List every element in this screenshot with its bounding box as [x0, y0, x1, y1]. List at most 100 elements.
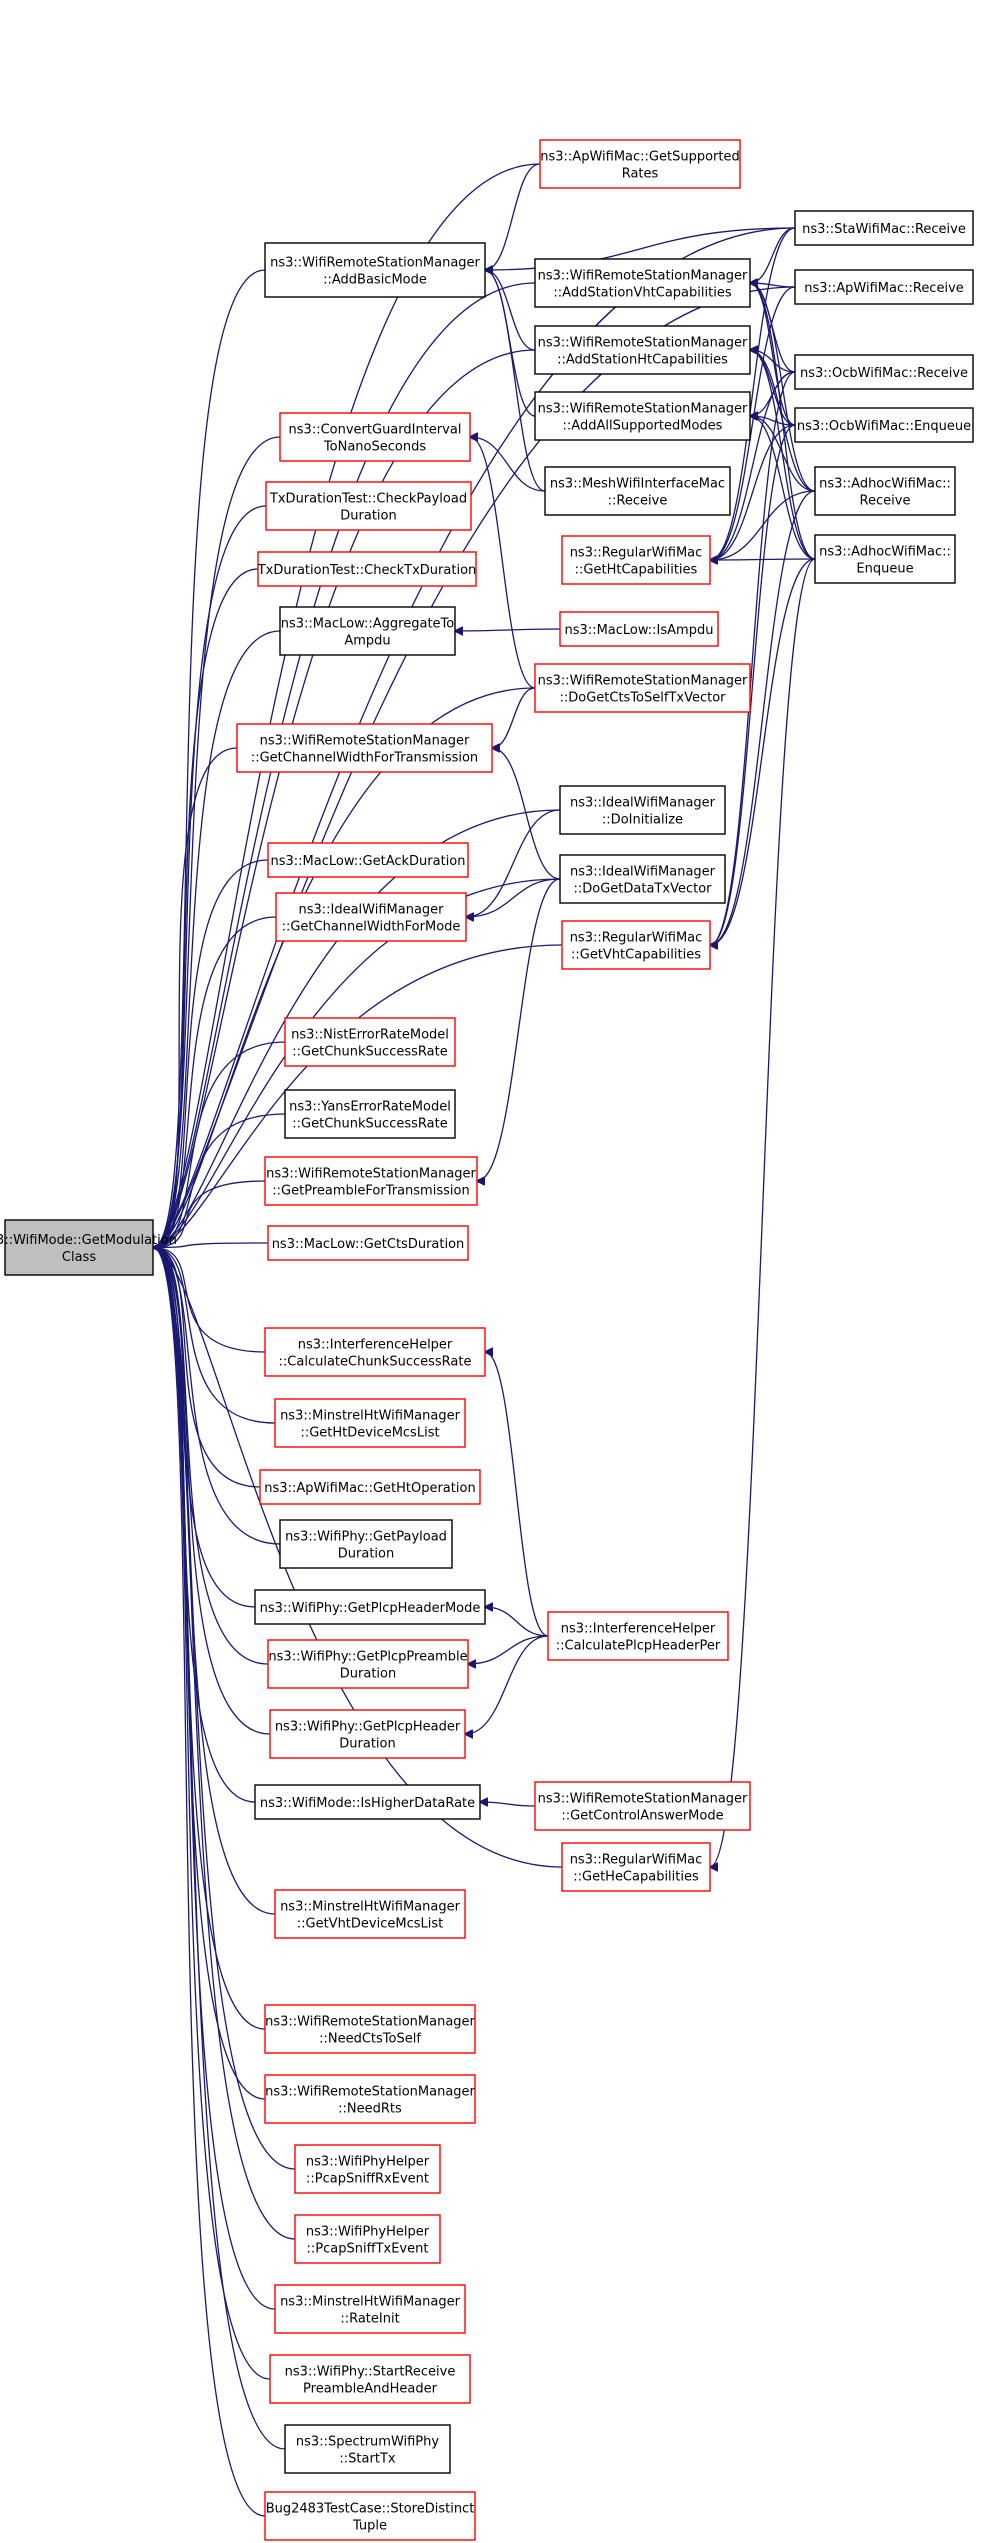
node-box	[269, 1709, 466, 1759]
node-idealdoget[interactable]: ns3::IdealWifiManager::DoGetDataTxVector	[559, 854, 726, 904]
node-label-line1: ns3::AdhocWifiMac::	[819, 477, 951, 492]
node-addallsupported[interactable]: ns3::WifiRemoteStationManager::AddAllSup…	[534, 391, 751, 441]
edge-getplcppreambledur-to-root	[153, 1248, 269, 1665]
node-label-line2: ::DoGetCtsToSelfTxVector	[559, 691, 726, 706]
node-meshreceive[interactable]: ns3::MeshWifiInterfaceMac::Receive	[544, 466, 731, 516]
node-box	[274, 2284, 466, 2334]
node-getackdur[interactable]: ns3::MacLow::GetAckDuration	[267, 842, 469, 878]
edge-addstaht-to-addbasic	[485, 270, 536, 351]
node-spectrumstarttx[interactable]: ns3::SpectrumWifiPhy::StartTx	[284, 2424, 451, 2474]
node-rateinit[interactable]: ns3::MinstrelHtWifiManager::RateInit	[274, 2284, 466, 2334]
node-adhocenq[interactable]: ns3::AdhocWifiMac::Enqueue	[814, 534, 956, 584]
node-ishigherdata[interactable]: ns3::WifiMode::IsHigherDataRate	[254, 1784, 481, 1820]
node-ocbenq[interactable]: ns3::OcbWifiMac::Enqueue	[794, 407, 974, 443]
node-getpreamble[interactable]: ns3::WifiRemoteStationManager::GetPreamb…	[264, 1156, 478, 1206]
node-isampdu[interactable]: ns3::MacLow::IsAmpdu	[559, 611, 719, 647]
node-label-line1: ns3::AdhocWifiMac::	[819, 545, 951, 560]
node-addbasic[interactable]: ns3::WifiRemoteStationManager::AddBasicM…	[264, 242, 486, 298]
node-label-line1: ns3::ApWifiMac::GetHtOperation	[264, 1481, 475, 1496]
node-apgethtop[interactable]: ns3::ApWifiMac::GetHtOperation	[259, 1469, 481, 1505]
edge-adhocrecv-to-addstaht	[750, 350, 816, 492]
edge-txchecktx-to-root	[153, 568, 259, 1248]
node-ocbrecv[interactable]: ns3::OcbWifiMac::Receive	[794, 354, 974, 390]
node-label-line2: ::GetControlAnswerMode	[561, 1809, 723, 1824]
node-label-line1: ns3::MinstrelHtWifiManager	[280, 2295, 461, 2310]
node-reggetvht[interactable]: ns3::RegularWifiMac::GetVhtCapabilities	[561, 920, 711, 970]
node-label-line2: ::NeedRts	[338, 2102, 402, 2117]
node-getctlanswer[interactable]: ns3::WifiRemoteStationManager::GetContro…	[534, 1781, 751, 1831]
edge-adhocenq-to-reggetvht	[710, 558, 816, 945]
node-box	[264, 2004, 476, 2054]
nodes-layer: ns3::WifiMode::GetModulationClassns3::Wi…	[0, 139, 974, 2541]
node-startreceive[interactable]: ns3::WifiPhy::StartReceivePreambleAndHea…	[269, 2354, 471, 2404]
node-label-line2: ::AddBasicMode	[323, 273, 427, 288]
node-pcaptx[interactable]: ns3::WifiPhyHelper::PcapSniffTxEvent	[294, 2214, 441, 2264]
node-label-line1: ns3::WifiPhy::GetPlcpPreamble	[268, 1650, 467, 1665]
node-interfplcp[interactable]: ns3::InterferenceHelper::CalculatePlcpHe…	[547, 1611, 729, 1661]
node-getctsdur[interactable]: ns3::MacLow::GetCtsDuration	[267, 1225, 469, 1261]
edge-idealdoget-to-getpreamble	[477, 878, 561, 1181]
node-label-line1: ns3::WifiRemoteStationManager	[538, 336, 748, 351]
edge-txcheckpayload-to-root	[153, 505, 267, 1248]
node-getchanwidthtx[interactable]: ns3::WifiRemoteStationManager::GetChanne…	[236, 723, 493, 773]
node-box	[236, 723, 493, 773]
node-label-line2: ::GetHtCapabilities	[575, 563, 698, 578]
node-box	[267, 1225, 469, 1261]
node-label-line2: ::GetChunkSuccessRate	[292, 1117, 447, 1132]
node-yanschunk[interactable]: ns3::YansErrorRateModel::GetChunkSuccess…	[284, 1089, 456, 1139]
node-txchecktx[interactable]: TxDurationTest::CheckTxDuration	[257, 551, 477, 587]
node-label-line1: ns3::WifiRemoteStationManager	[538, 674, 748, 689]
node-reggetht[interactable]: ns3::RegularWifiMac::GetHtCapabilities	[561, 535, 711, 585]
node-box	[794, 354, 974, 390]
node-minstrelvht[interactable]: ns3::MinstrelHtWifiManager::GetVhtDevice…	[274, 1889, 466, 1939]
node-pcaprx[interactable]: ns3::WifiPhyHelper::PcapSniffRxEvent	[294, 2144, 441, 2194]
node-label-line1: ns3::RegularWifiMac	[570, 1853, 703, 1868]
node-interfchunk[interactable]: ns3::InterferenceHelper::CalculateChunkS…	[264, 1327, 486, 1377]
node-label-line2: ::StartTx	[339, 2452, 395, 2467]
node-addstaht[interactable]: ns3::WifiRemoteStationManager::AddStatio…	[534, 325, 751, 375]
node-nistchunk[interactable]: ns3::NistErrorRateModel::GetChunkSuccess…	[284, 1017, 456, 1067]
node-box	[559, 785, 726, 835]
node-idealchanwidth[interactable]: ns3::IdealWifiManager::GetChannelWidthFo…	[275, 892, 467, 942]
edge-interfplcp-to-interfchunk	[485, 1352, 549, 1637]
node-aprecv[interactable]: ns3::ApWifiMac::Receive	[794, 269, 974, 305]
node-label-line2: ::GetVhtDeviceMcsList	[297, 1917, 443, 1932]
node-dogetcts[interactable]: ns3::WifiRemoteStationManager::DoGetCtsT…	[534, 663, 751, 713]
node-idealinit[interactable]: ns3::IdealWifiManager::DoInitialize	[559, 785, 726, 835]
node-reggethe[interactable]: ns3::RegularWifiMac::GetHeCapabilities	[561, 1842, 711, 1892]
node-adhocrecv[interactable]: ns3::AdhocWifiMac::Receive	[814, 466, 956, 516]
node-box	[794, 407, 974, 443]
node-label-line1: ns3::WifiPhy::StartReceive	[285, 2365, 456, 2380]
node-needctstoself[interactable]: ns3::WifiRemoteStationManager::NeedCtsTo…	[264, 2004, 476, 2054]
node-minstrelht[interactable]: ns3::MinstrelHtWifiManager::GetHtDeviceM…	[274, 1398, 466, 1448]
node-box	[279, 1519, 453, 1569]
node-addstavht[interactable]: ns3::WifiRemoteStationManager::AddStatio…	[534, 258, 751, 308]
edge-ishigherdata-to-root	[153, 1248, 256, 1803]
node-box	[254, 1589, 486, 1625]
node-label-line2: Class	[62, 1250, 96, 1265]
edge-meshreceive-to-convguard	[470, 437, 546, 492]
node-label-line2: ::DoInitialize	[602, 813, 683, 828]
node-needrts[interactable]: ns3::WifiRemoteStationManager::NeedRts	[264, 2074, 476, 2124]
node-label-line1: ns3::SpectrumWifiPhy	[296, 2435, 439, 2450]
edge-aprecv-to-reggetht	[710, 286, 796, 560]
node-label-line1: ns3::MeshWifiInterfaceMac	[550, 477, 725, 492]
edge-idealinit-to-idealchanwidth	[466, 809, 561, 917]
node-label-line2: ::GetHtDeviceMcsList	[300, 1426, 439, 1441]
node-starecv[interactable]: ns3::StaWifiMac::Receive	[794, 210, 974, 246]
node-box	[559, 611, 719, 647]
node-box	[264, 2491, 476, 2541]
node-label-line1: ns3::WifiRemoteStationManager	[265, 2015, 475, 2030]
edge-getctlanswer-to-ishigherdata	[480, 1802, 536, 1807]
node-getplcpheadermode[interactable]: ns3::WifiPhy::GetPlcpHeaderMode	[254, 1589, 486, 1625]
